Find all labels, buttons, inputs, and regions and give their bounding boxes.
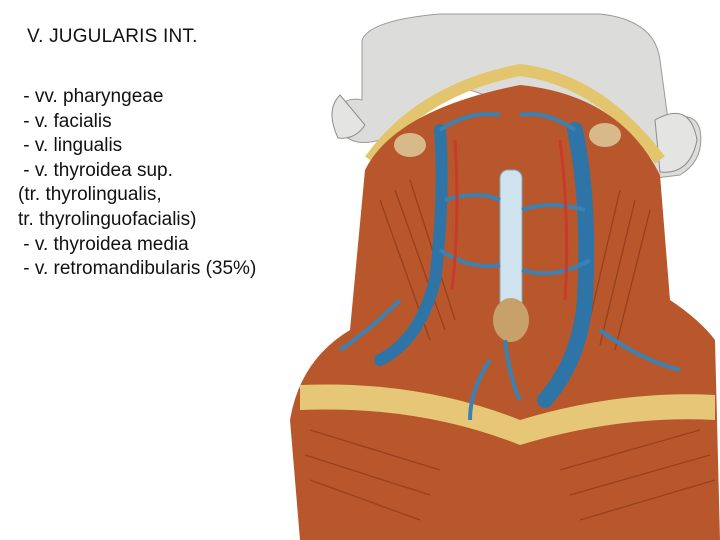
jugular-vein-left xyxy=(374,124,448,366)
list-item: - v. facialis xyxy=(18,110,112,132)
gland-left xyxy=(394,133,426,157)
clavicle-band xyxy=(300,384,715,445)
vein-tributaries-list: - vv. pharyngeae - v. facialis - v. ling… xyxy=(18,85,256,282)
list-item: - v. thyroidea sup. xyxy=(18,159,173,181)
arteries xyxy=(450,139,569,301)
jugular-vein-right xyxy=(537,122,595,408)
trachea xyxy=(499,169,523,311)
neck-anatomy-illustration xyxy=(290,13,720,540)
vein-tributaries xyxy=(338,112,681,421)
list-item: - v. thyroidea media xyxy=(18,233,189,255)
list-item: - v. retromandibularis (35%) xyxy=(18,258,257,280)
list-item: - vv. pharyngeae xyxy=(18,86,164,107)
gland-right xyxy=(589,123,621,147)
mandible-edge xyxy=(365,63,665,164)
ear-left xyxy=(331,94,366,139)
ear-right xyxy=(654,112,698,173)
list-item: tr. thyrolinguofacialis) xyxy=(18,208,197,230)
list-item: (tr. thyrolingualis, xyxy=(18,184,162,206)
thyroid-gland xyxy=(493,298,529,342)
muscle-fibers xyxy=(304,179,716,521)
list-item: - v. lingualis xyxy=(18,135,123,157)
slide-title: V. JUGULARIS INT. xyxy=(27,26,198,47)
